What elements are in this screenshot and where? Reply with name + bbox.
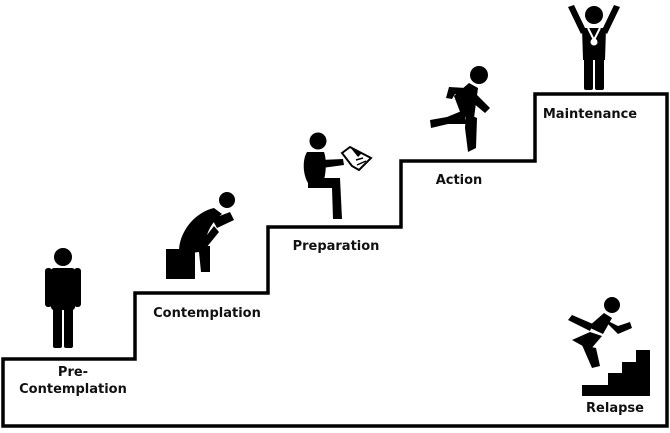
stage-label-action: Action xyxy=(435,173,483,188)
stage-label-pre-contemplation: Pre- Contemplation xyxy=(14,364,132,398)
stage-label-preparation: Preparation xyxy=(292,239,380,254)
stage-label-pre-line2: Contemplation xyxy=(19,382,127,397)
running-person-icon xyxy=(430,66,490,152)
relapse-label: Relapse xyxy=(586,401,644,416)
reading-person-icon xyxy=(303,132,373,219)
stage-label-contemplation: Contemplation xyxy=(153,306,261,321)
standing-person-icon xyxy=(45,248,81,348)
thinking-person-icon xyxy=(166,192,235,279)
falling-down-stairs-icon xyxy=(568,297,650,396)
celebrating-person-icon xyxy=(568,5,620,90)
stage-label-pre-line1: Pre- xyxy=(57,365,89,380)
stage-label-maintenance: Maintenance xyxy=(542,107,638,122)
staircase-outline xyxy=(1,92,669,428)
